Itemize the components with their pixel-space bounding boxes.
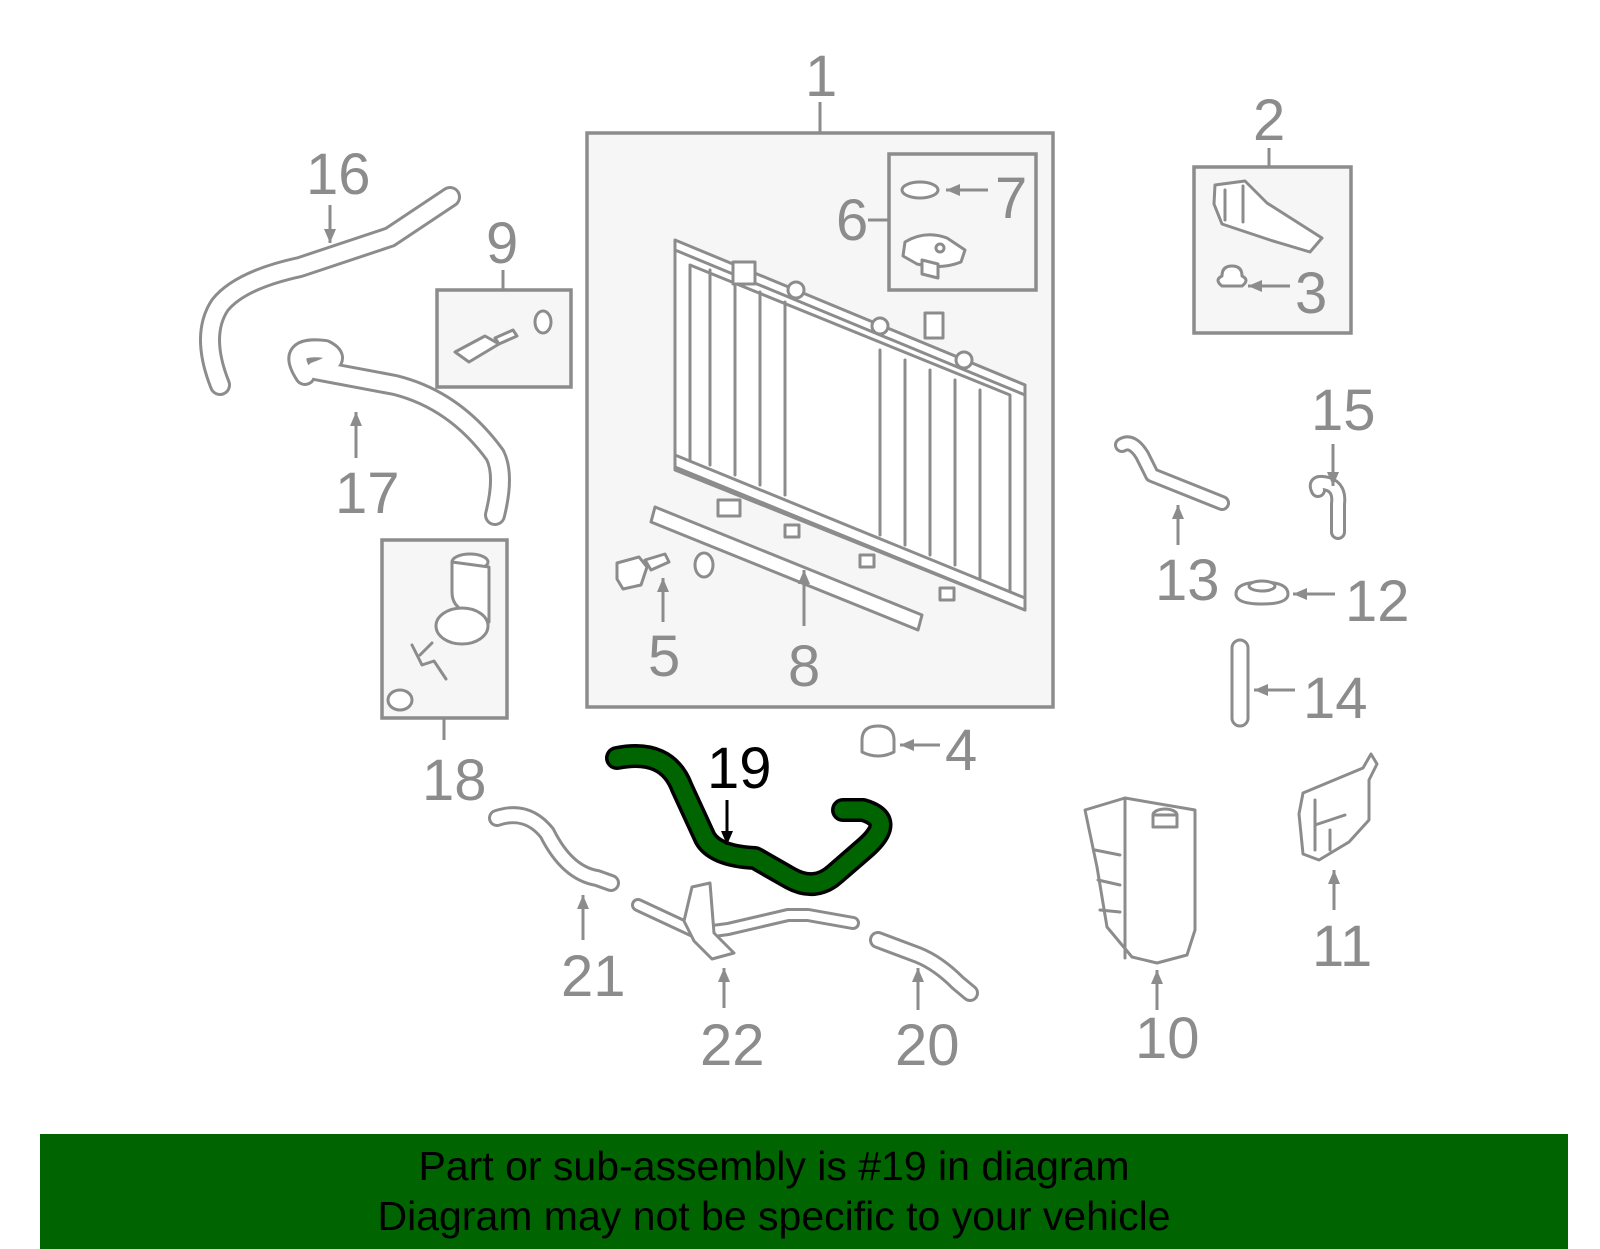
- drain-plug-part-5: [615, 551, 715, 591]
- sensor-group: 9: [435, 211, 573, 389]
- label-part-15[interactable]: 15: [1311, 378, 1376, 443]
- label-part-6[interactable]: 6: [836, 188, 868, 253]
- label-part-2[interactable]: 2: [1253, 88, 1285, 153]
- radiator-cap-icon: [901, 233, 967, 280]
- shroud-group: 2 3: [1192, 88, 1353, 335]
- radiator-core: [673, 238, 1027, 612]
- hose-part-20: 20: [869, 931, 979, 1078]
- label-part-22[interactable]: 22: [700, 1013, 765, 1078]
- label-part-1[interactable]: 1: [805, 44, 837, 109]
- hose-part-15: 15: [1308, 378, 1376, 540]
- shroud-icon: [1212, 179, 1324, 254]
- reservoir-part-10: 10: [1083, 796, 1200, 1071]
- mount-part-4: 4: [860, 718, 977, 783]
- thermostat-group: 18: [380, 538, 509, 813]
- label-part-10[interactable]: 10: [1135, 1006, 1200, 1071]
- highlighted-hose-part-19[interactable]: 19: [605, 736, 893, 896]
- pipe-part-22: 22: [631, 881, 860, 1078]
- o-ring-part-7: [900, 180, 940, 200]
- label-part-21[interactable]: 21: [561, 944, 626, 1009]
- label-part-19[interactable]: 19: [707, 736, 772, 801]
- hose-part-13: 13: [1114, 435, 1230, 613]
- hose-part-17: 17: [287, 338, 511, 526]
- hose-part-14: 14: [1230, 638, 1368, 731]
- clip-part-3: [1216, 264, 1248, 288]
- label-part-18[interactable]: 18: [422, 748, 487, 813]
- cap-part-12: 12: [1234, 569, 1410, 634]
- info-banner: Part or sub-assembly is #19 in diagram D…: [40, 1134, 1568, 1249]
- label-part-5[interactable]: 5: [648, 624, 680, 689]
- label-part-8[interactable]: 8: [788, 634, 820, 699]
- label-part-13[interactable]: 13: [1155, 548, 1220, 613]
- hose-part-16: 16: [199, 142, 461, 396]
- label-part-16[interactable]: 16: [306, 142, 371, 207]
- label-part-20[interactable]: 20: [895, 1013, 960, 1078]
- radiator-assembly-group: 1: [585, 44, 1055, 709]
- cap-subassembly-box: [887, 152, 1038, 292]
- label-part-9[interactable]: 9: [486, 211, 518, 276]
- thermostat-housing-icon: [386, 552, 491, 712]
- lower-strip-part-8: [649, 505, 924, 632]
- label-part-4[interactable]: 4: [945, 718, 977, 783]
- label-part-14[interactable]: 14: [1303, 666, 1368, 731]
- bracket-part-11: 11: [1297, 752, 1379, 979]
- label-part-3[interactable]: 3: [1295, 261, 1327, 326]
- label-part-12[interactable]: 12: [1345, 569, 1410, 634]
- label-part-17[interactable]: 17: [335, 461, 400, 526]
- banner-line-2: Diagram may not be specific to your vehi…: [377, 1193, 1171, 1239]
- label-part-11[interactable]: 11: [1312, 914, 1372, 979]
- label-part-7[interactable]: 7: [995, 166, 1027, 231]
- hose-part-21: 21: [488, 806, 626, 1009]
- temperature-sensor-icon: [453, 309, 553, 364]
- banner-line-1: Part or sub-assembly is #19 in diagram: [418, 1143, 1130, 1189]
